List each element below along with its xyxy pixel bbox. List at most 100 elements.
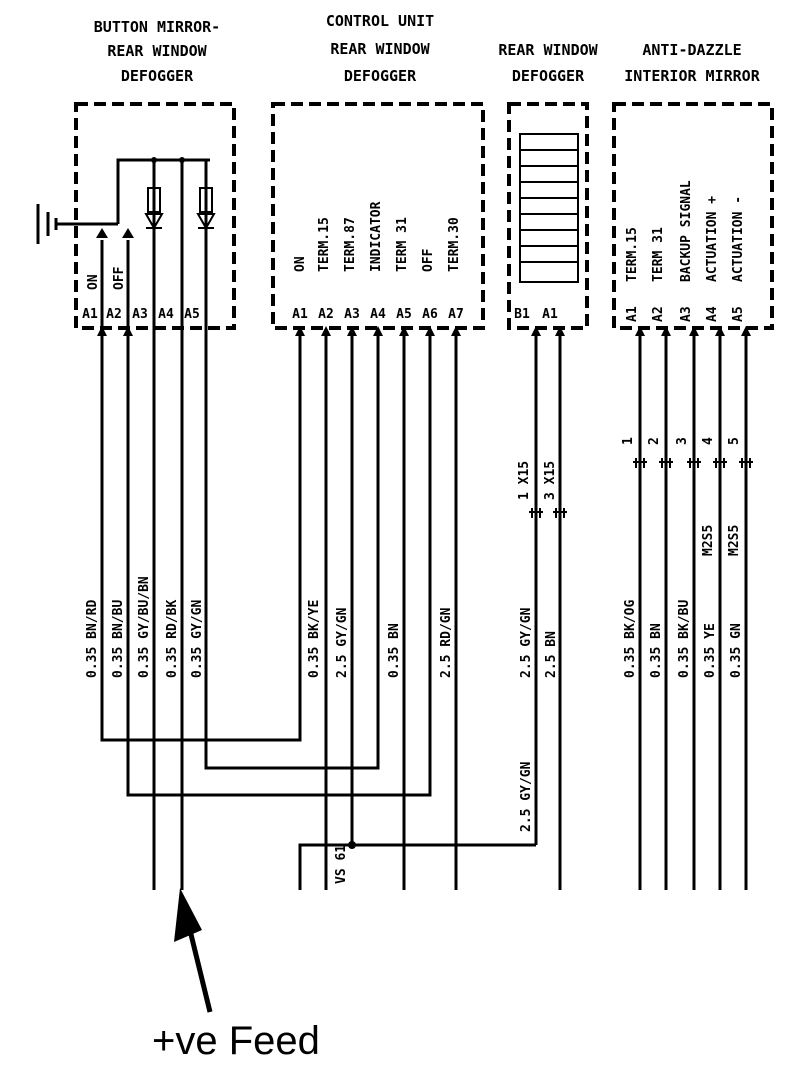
pin-label: A1 [82,307,98,322]
mirror-functions: TERM.15 TERM 31 BACKUP SIGNAL ACTUATION … [625,180,746,282]
button-mirror-pins: A1 A2 A3 A4 A5 [82,307,200,322]
mirror-title-line1: ANTI-DAZZLE [642,41,741,59]
splice-node-icon [348,841,356,849]
splice-wire-label: 2.5 GY/GN [519,761,534,832]
wire-label: 2.5 GY/GN [335,607,350,678]
function-label: TERM 31 [395,217,410,272]
function-label: INDICATOR [369,201,384,272]
wire-bn-bu [126,330,432,797]
connector-pin-label: 5 [727,437,742,445]
wire-label: 0.35 BN [649,623,664,678]
control-unit-functions: ON TERM.15 TERM.87 INDICATOR TERM 31 OFF… [293,201,462,272]
connector-label: 1 X15 [517,461,532,500]
button-mirror-title-line2: REAR WINDOW [107,42,207,60]
switch-on-label: ON [86,274,101,290]
control-unit-pins: A1 A2 A3 A4 A5 A6 A7 [292,307,464,322]
splice-bus [298,843,536,890]
wire-label: 2.5 BN [544,631,559,678]
pin-label: A3 [679,306,694,322]
defogger-box [507,102,589,330]
wire-label: 0.35 YE [703,623,718,678]
wires-mirror [638,330,748,890]
connector-pin-label: 1 [621,437,636,445]
pin-label: A4 [158,307,174,322]
connector-pin-label: 4 [701,437,716,445]
button-mirror-title-line1: BUTTON MIRROR- [94,18,220,36]
connector-pin-label: 2 [647,437,662,445]
switch-off-label: OFF [112,266,127,290]
pin-label: A6 [422,307,438,322]
pin-label: A3 [132,307,148,322]
shield-label: M2S5 [701,525,716,556]
wire-label: 0.35 GN [729,623,744,678]
function-label: ACTUATION - [731,196,746,282]
mirror-pins: A1 A2 A3 A4 A5 [625,306,746,322]
pin-label: A5 [184,307,200,322]
function-label: ACTUATION + [705,196,720,282]
led-backlight-icon [196,213,216,231]
wire-label: 0.35 BK/YE [307,600,322,678]
wiring [97,326,751,890]
connector-pin-label: 3 [675,437,690,445]
shield-label: M2S5 [727,525,742,556]
ground-icon [36,204,58,244]
function-label: BACKUP SIGNAL [679,180,694,282]
mirror-title-line2: INTERIOR MIRROR [624,67,760,85]
defogger-title-line1: REAR WINDOW [498,41,598,59]
function-label: OFF [421,248,436,272]
defogger-pins: B1 A1 [514,307,558,322]
defogger-title-line2: DEFOGGER [512,67,585,85]
wire-labels: 0.35 BN/RD 0.35 BN/BU 0.35 GY/BU/BN 0.35… [85,576,744,884]
feed-arrow-icon [174,888,213,1013]
connector-marks-icon [529,458,753,518]
control-unit-box [271,102,485,330]
pin-label: A3 [344,307,360,322]
button-mirror-title-line3: DEFOGGER [121,67,194,85]
control-unit-title-line2: REAR WINDOW [330,40,430,58]
defogger-heater-grid-icon [519,133,579,283]
wire-label: 0.35 BK/BU [677,600,692,678]
wire-gy-gn [204,330,380,770]
wire-label: 0.35 GY/BU/BN [137,576,152,678]
wire-label: 0.35 BN/BU [111,600,126,678]
function-label: TERM.15 [625,227,640,282]
wire-label: 0.35 BK/OG [623,600,638,678]
wire-label: 0.35 BN [387,623,402,678]
led-indicator-icon [144,213,164,231]
pin-label: A2 [106,307,122,322]
function-label: TERM.87 [343,217,358,272]
button-mirror-title: BUTTON MIRROR- REAR WINDOW DEFOGGER [94,18,220,85]
control-unit-title: CONTROL UNIT REAR WINDOW DEFOGGER [326,12,434,85]
pin-label: A5 [731,306,746,322]
pin-label: A2 [651,306,666,322]
wire-bn-rd [100,330,302,742]
pin-label: A4 [705,306,720,322]
pin-label: A2 [318,307,334,322]
pin-label: A1 [542,307,558,322]
wire-label: 0.35 RD/BK [165,600,180,678]
feed-label: +ve Feed [152,1019,320,1063]
function-label: TERM 31 [651,227,666,282]
switch-contact-arrows-icon [96,228,134,238]
wire-label: 0.35 BN/RD [85,600,100,678]
control-unit-title-line3: DEFOGGER [344,67,417,85]
wire-label: 0.35 GY/GN [190,600,205,678]
connector-label: 3 X15 [543,461,558,500]
button-switch-internals [36,157,216,330]
pin-label: A4 [370,307,386,322]
function-label: TERM.15 [317,217,332,272]
pin-label: A1 [625,306,640,322]
function-label: TERM.30 [447,217,462,272]
defogger-title: REAR WINDOW DEFOGGER [498,41,598,85]
pin-label: B1 [514,307,530,322]
pin-label: A1 [292,307,308,322]
pin-label: A7 [448,307,464,322]
pin-label: A5 [396,307,412,322]
wire-label: 2.5 GY/GN [519,607,534,678]
switch-contact-wires [100,240,130,330]
mirror-title: ANTI-DAZZLE INTERIOR MIRROR [624,41,760,85]
wire-label: 2.5 RD/GN [439,607,454,678]
function-label: ON [293,256,308,272]
control-unit-title-line1: CONTROL UNIT [326,12,434,30]
